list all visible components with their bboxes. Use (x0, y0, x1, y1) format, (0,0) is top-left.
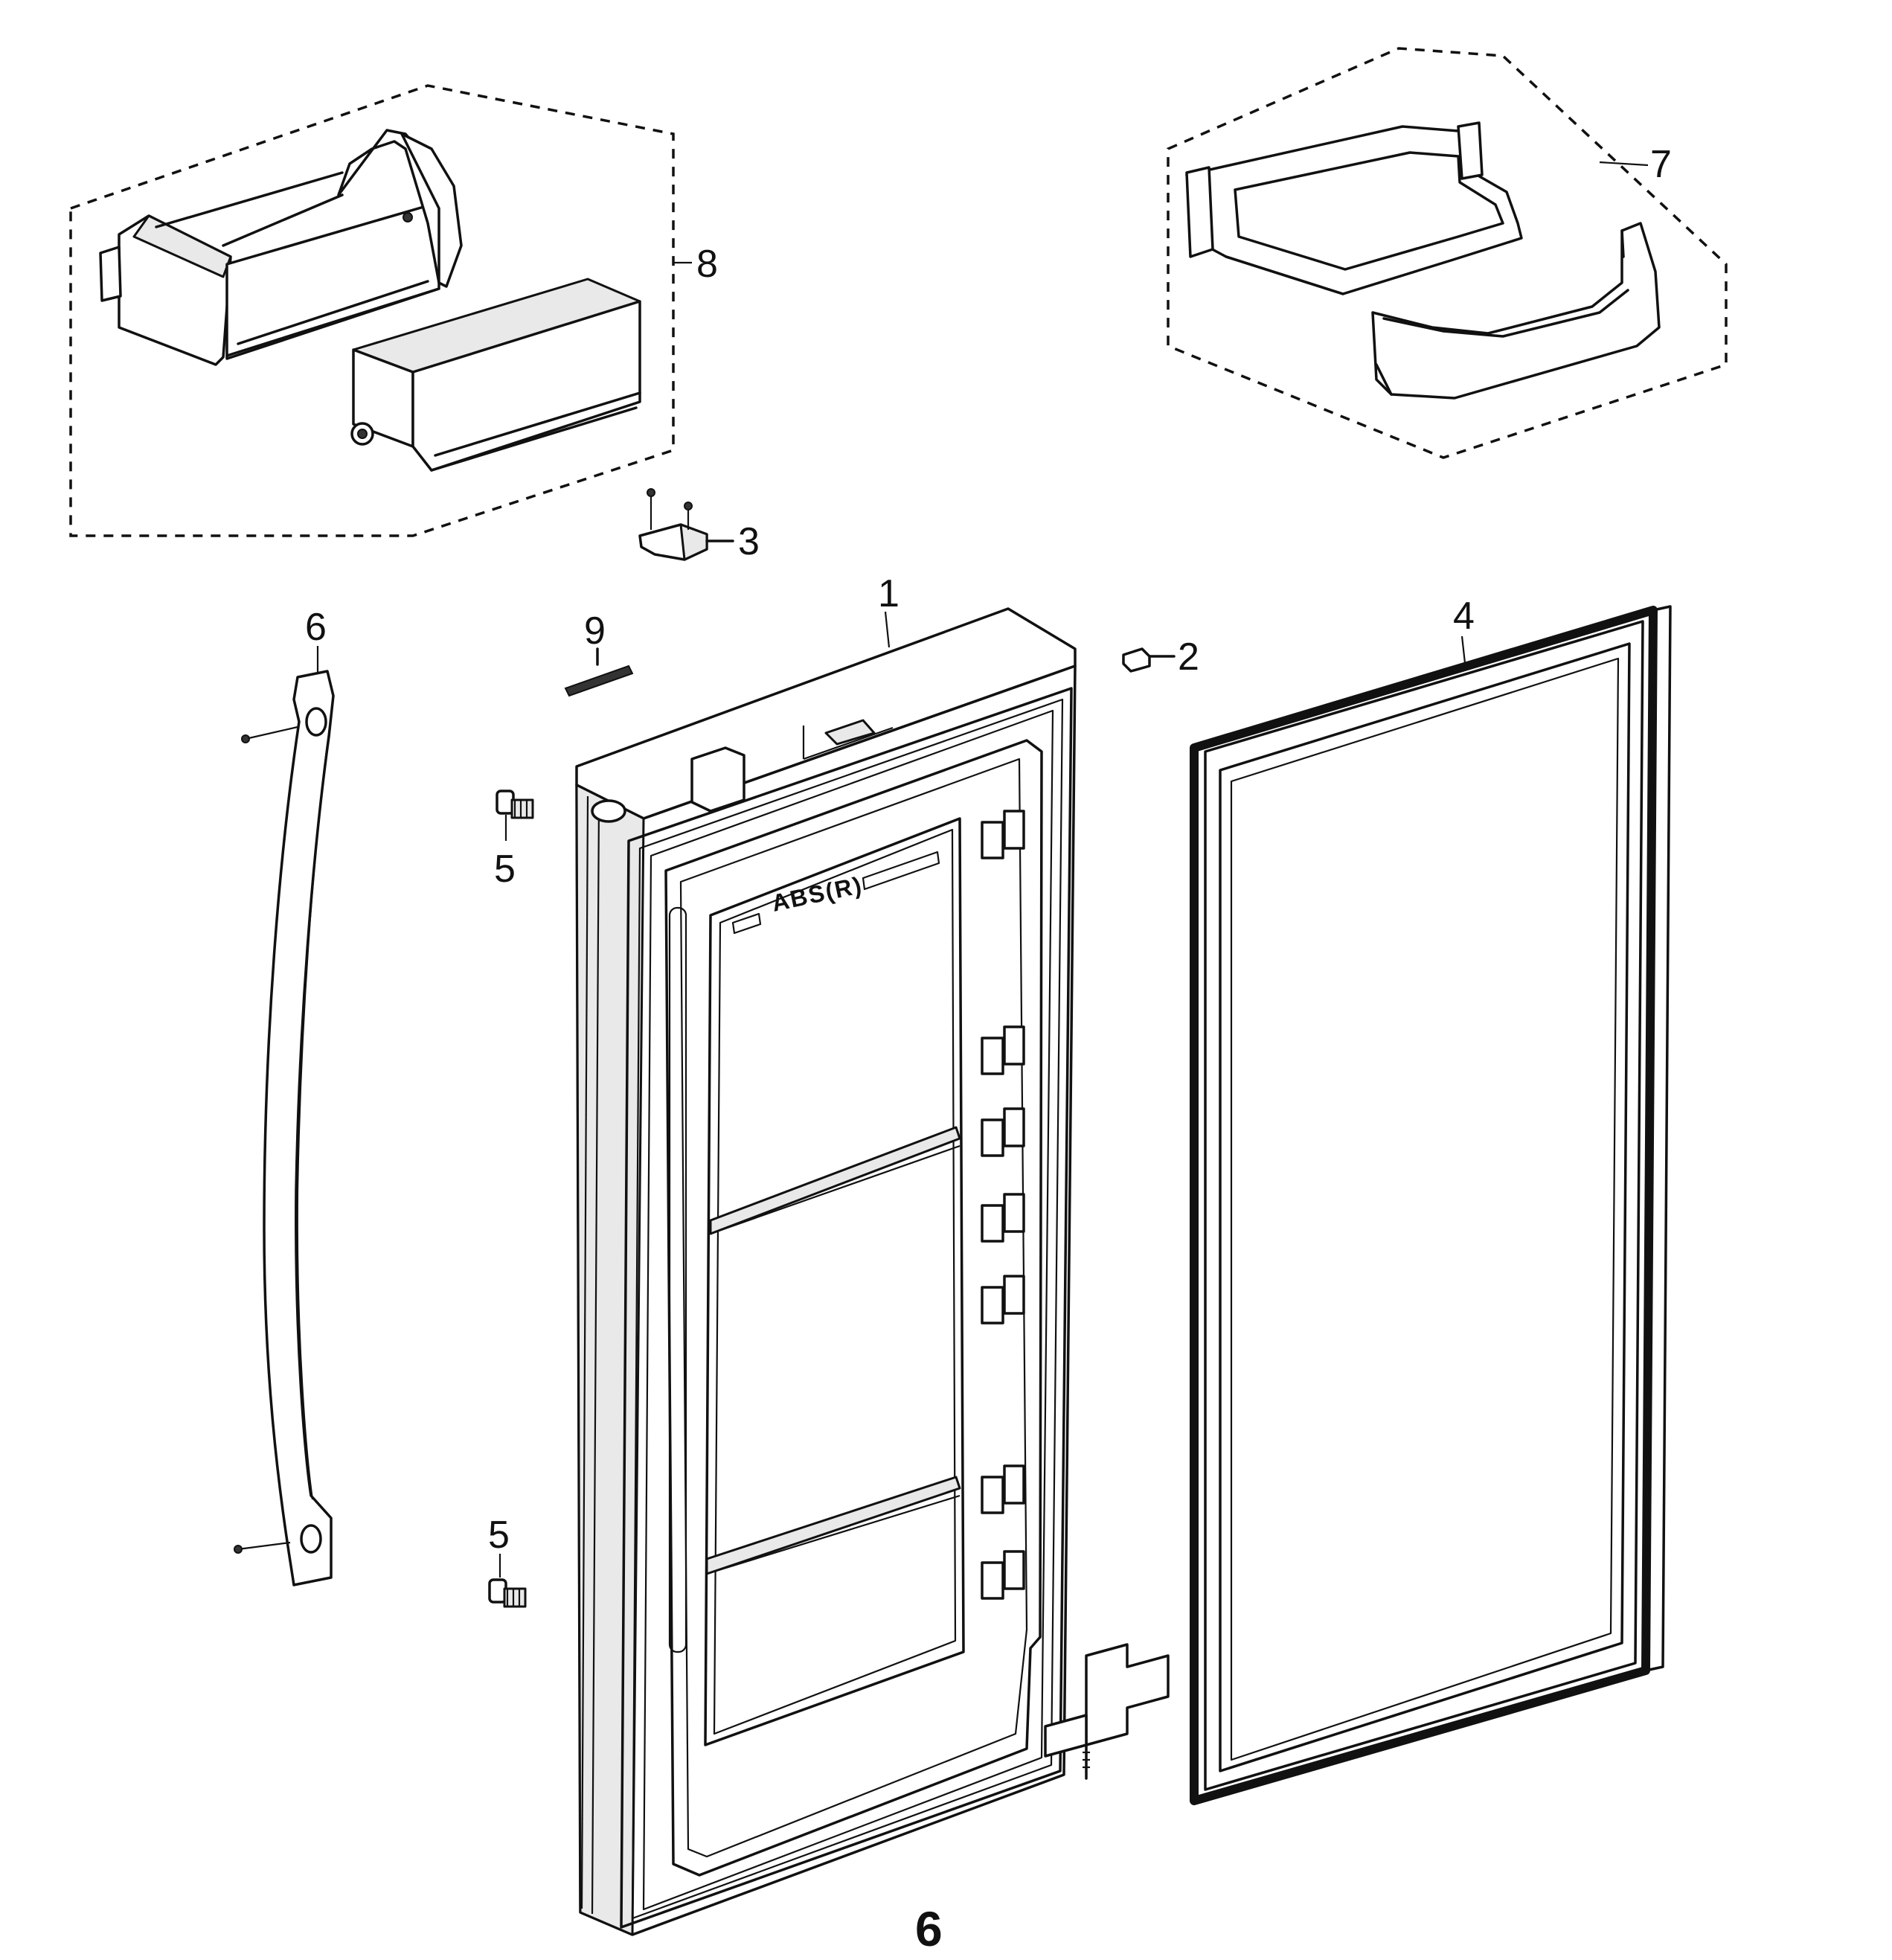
callouts: 1 2 3 4 5 5 6 7 8 9 6 (305, 143, 1672, 1956)
guard-assembly-left (69, 84, 675, 537)
callout-4: 4 (1453, 595, 1475, 638)
nameplate-part (564, 647, 634, 697)
callout-9: 9 (584, 609, 606, 653)
door-bin-lower (1371, 222, 1661, 400)
assembly-outline-8 (69, 84, 675, 537)
page-number: 6 (915, 1901, 943, 1956)
shelf-clips (981, 810, 1025, 1600)
assembly-outline-7 (1167, 47, 1728, 459)
handle-stud-lower (488, 1554, 527, 1608)
door-guard-lower (350, 278, 641, 472)
door-guard-upper (99, 129, 463, 366)
handle-stud-upper (496, 790, 534, 841)
hinge-cap-part (638, 488, 734, 561)
stopper-part (1122, 647, 1176, 673)
callout-7: 7 (1650, 143, 1672, 186)
callout-1: 1 (878, 572, 899, 615)
leader-lines (316, 161, 1649, 673)
callout-5-upper: 5 (494, 848, 516, 891)
callout-6: 6 (305, 606, 327, 649)
callout-8: 8 (696, 243, 718, 286)
callout-3: 3 (738, 520, 760, 563)
handle-part (234, 670, 335, 1586)
door-liner-part: ABS(R) (575, 607, 1170, 1936)
door-bin-upper (1185, 121, 1523, 295)
callout-5-lower: 5 (488, 1514, 510, 1557)
guard-assembly-right (1167, 47, 1728, 459)
callout-2: 2 (1178, 635, 1199, 679)
gasket-part (1190, 605, 1672, 1805)
bottom-hinge-bracket (1044, 1643, 1170, 1780)
